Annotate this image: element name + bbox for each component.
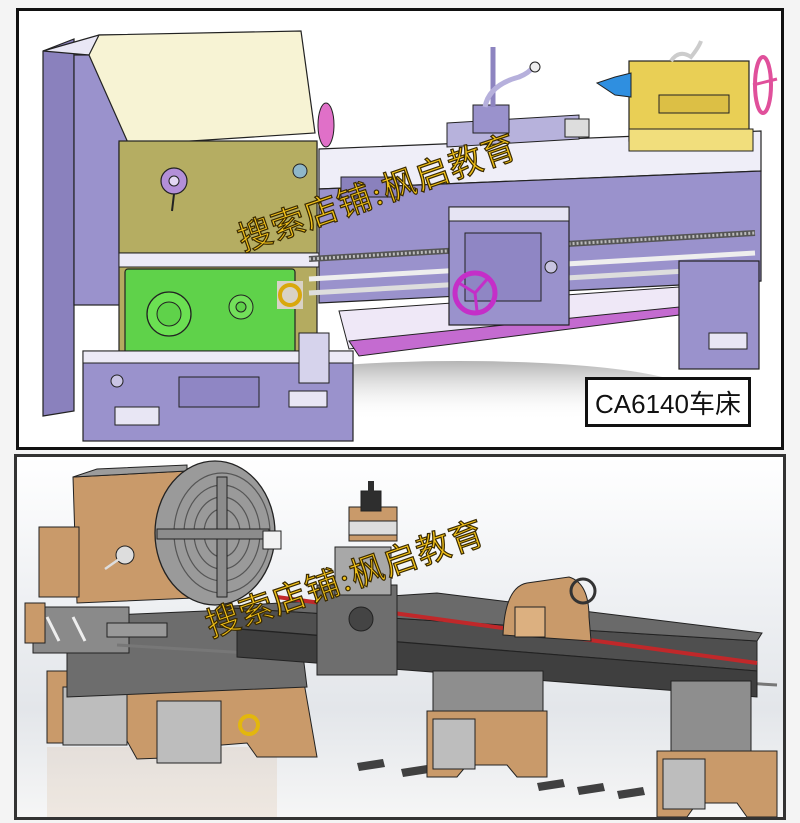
chuck-jaw-horizontal xyxy=(156,528,270,540)
headstock-top xyxy=(72,464,188,478)
tool-post xyxy=(360,490,382,512)
handwheel-spoke xyxy=(473,276,491,294)
spindle-knob-lever xyxy=(104,553,126,571)
lead-screw-thread xyxy=(308,231,756,261)
apron-lever-icon xyxy=(544,260,558,274)
handwheel-spoke xyxy=(458,281,476,295)
base-door-right xyxy=(156,700,222,764)
gearbox-dial-small-center-icon xyxy=(235,301,247,313)
tailstock-clamp-lever xyxy=(669,40,703,63)
tailstock-window xyxy=(514,606,546,638)
cross-slide-end xyxy=(564,118,590,138)
knob-lever-icon xyxy=(171,193,175,212)
tailstock-handle xyxy=(752,77,778,87)
electrical-box xyxy=(298,332,330,384)
carriage-handwheel-icon xyxy=(452,270,498,316)
base-nameplate xyxy=(178,376,260,408)
chuck-jaw-tip xyxy=(262,530,282,550)
middle-leg-door xyxy=(432,718,476,770)
compound-plate xyxy=(348,520,398,536)
gearbox-lever xyxy=(45,616,61,642)
tool-post-bolt xyxy=(368,481,374,493)
headstock-top xyxy=(88,30,316,146)
tailstock-base xyxy=(628,128,754,152)
right-leg-foot xyxy=(708,332,748,350)
tailstock-scale xyxy=(658,94,730,114)
handwheel-spoke xyxy=(473,292,479,312)
headstock-ledge xyxy=(118,252,320,268)
bearing-ring-icon xyxy=(278,283,302,307)
gearbox-cover xyxy=(24,602,46,644)
large-lathe-illustration xyxy=(24,460,778,817)
right-leg xyxy=(670,680,752,752)
middle-leg xyxy=(432,670,544,712)
bearing-ring-icon xyxy=(238,714,260,736)
model-caption-label: CA6140车床 xyxy=(585,377,751,427)
headstock-side xyxy=(42,38,75,417)
handle-ball-icon xyxy=(529,61,541,73)
base-switch-icon xyxy=(110,374,124,388)
right-leg-door xyxy=(662,758,706,810)
spindle-shaft xyxy=(106,622,168,638)
apron-top xyxy=(448,206,570,222)
ca6140-lathe-illustration xyxy=(42,30,778,442)
headstock-handwheel-icon xyxy=(317,102,335,148)
tool-post xyxy=(472,104,510,134)
tailstock-handwheel-icon xyxy=(569,577,597,605)
headstock-side-box xyxy=(38,526,80,598)
indicator-lamp-icon xyxy=(292,163,308,179)
right-leg xyxy=(678,260,760,370)
bottom-lathe-panel xyxy=(14,454,786,820)
floor-shadow-stripes xyxy=(357,759,645,799)
caption-text: CA6140车床 xyxy=(595,388,741,419)
top-lathe-panel: CA6140车床 xyxy=(16,8,784,450)
bed-window xyxy=(340,176,400,198)
gearbox-lever xyxy=(71,616,87,642)
knob-center-icon xyxy=(168,175,180,187)
tool-post-handle xyxy=(482,65,536,108)
base-top-rim xyxy=(82,350,354,364)
apron-handwheel-icon xyxy=(348,606,374,632)
live-center-icon xyxy=(595,72,632,98)
carriage-saddle xyxy=(334,546,392,596)
base-foot-left xyxy=(114,406,160,426)
base-foot-right xyxy=(288,390,328,408)
gearbox-dial-center-icon xyxy=(156,301,182,327)
